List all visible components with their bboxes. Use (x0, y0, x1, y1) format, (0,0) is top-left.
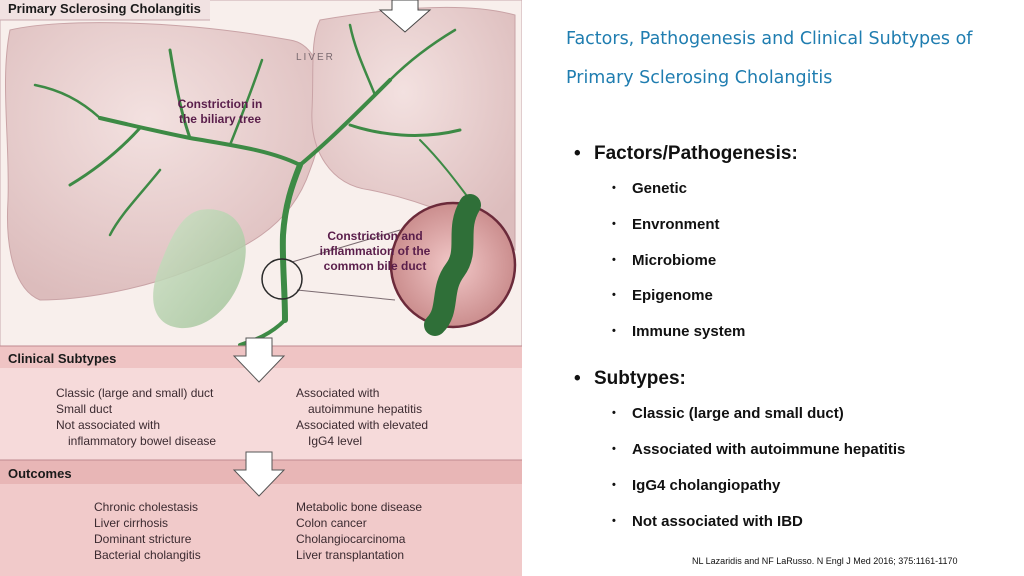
callout-duct-line: inflammation of the (319, 244, 431, 258)
factor-item: • Microbiome (612, 252, 716, 269)
outcome-item: Colon cancer (296, 516, 367, 530)
bullet-icon: • (574, 143, 581, 164)
factor-item-text: Genetic (632, 180, 688, 197)
figure-title: Primary Sclerosing Cholangitis (8, 1, 201, 16)
liver-label: LIVER (296, 52, 335, 63)
liver-illustration-graphic (0, 0, 522, 576)
bullet-icon: • (612, 254, 616, 266)
subtype-item: Not associated with (56, 418, 161, 432)
outcome-item: Dominant stricture (94, 532, 192, 546)
subtype-bullet-text: Classic (large and small duct) (632, 405, 844, 422)
outcome-item: Bacterial cholangitis (94, 548, 201, 562)
bullet-icon: • (612, 515, 616, 527)
callout-biliary-tree: Constriction in the biliary tree (150, 97, 290, 127)
bullet-icon: • (612, 289, 616, 301)
factors-heading: • Factors/Pathogenesis: (574, 143, 798, 165)
subtypes-heading-text: Subtypes: (594, 368, 686, 389)
callout-biliary-line: the biliary tree (178, 112, 262, 126)
factor-item: • Genetic (612, 180, 687, 197)
factors-heading-text: Factors/Pathogenesis: (594, 143, 798, 164)
bullet-icon: • (612, 479, 616, 491)
bullet-icon: • (612, 182, 616, 194)
subtype-item: IgG4 level (308, 434, 363, 448)
slide-title: Factors, Pathogenesis and Clinical Subty… (566, 20, 1016, 98)
bullet-icon: • (612, 325, 616, 337)
bullet-icon: • (574, 368, 581, 389)
subtype-item: Associated with (296, 386, 380, 400)
subtype-item: Small duct (56, 402, 113, 416)
factor-item: • Epigenome (612, 287, 713, 304)
factor-item-text: Envronment (632, 216, 720, 233)
subtype-item: Associated with elevated (296, 418, 429, 432)
factor-item-text: Immune system (632, 323, 746, 340)
outcome-item: Liver transplantation (296, 548, 405, 562)
subtype-bullet-text: IgG4 cholangiopathy (632, 477, 781, 494)
bullet-icon: • (612, 218, 616, 230)
clinical-subtypes-right: Associated with autoimmune hepatitis Ass… (296, 385, 428, 449)
factor-item-text: Epigenome (632, 287, 713, 304)
subtype-bullet-text: Not associated with IBD (632, 513, 803, 530)
callout-biliary-line: Constriction in (177, 97, 263, 111)
subtype-item: Classic (large and small) duct (56, 386, 214, 400)
subtype-bullet: • IgG4 cholangiopathy (612, 477, 780, 494)
subtype-bullet: • Classic (large and small duct) (612, 405, 844, 422)
subtypes-heading: • Subtypes: (574, 368, 686, 390)
subtype-item: inflammatory bowel disease (68, 434, 217, 448)
subtype-bullet: • Associated with autoimmune hepatitis (612, 441, 905, 458)
bullet-icon: • (612, 443, 616, 455)
outcome-item: Cholangiocarcinoma (296, 532, 406, 546)
clinical-subtypes-header: Clinical Subtypes (8, 351, 117, 366)
outcome-item: Liver cirrhosis (94, 516, 169, 530)
callout-duct-line: common bile duct (323, 259, 427, 273)
subtype-bullet-text: Associated with autoimmune hepatitis (632, 441, 906, 458)
subtype-item: autoimmune hepatitis (308, 402, 423, 416)
citation: NL Lazaridis and NF LaRusso. N Engl J Me… (692, 556, 958, 566)
callout-duct-line: Constriction and (327, 229, 423, 243)
outcome-item: Chronic cholestasis (94, 500, 199, 514)
bullet-icon: • (612, 407, 616, 419)
subtype-bullet: • Not associated with IBD (612, 513, 803, 530)
callout-common-bile-duct: Constriction and inflammation of the com… (300, 229, 450, 274)
slide-title-line: Primary Sclerosing Cholangitis (566, 68, 833, 88)
slide-title-line: Factors, Pathogenesis and Clinical Subty… (566, 29, 973, 49)
outcomes-header: Outcomes (8, 466, 72, 481)
outcome-item: Metabolic bone disease (296, 500, 423, 514)
clinical-subtypes-left: Classic (large and small) duct Small duc… (56, 385, 216, 449)
factor-item: • Immune system (612, 323, 745, 340)
psc-illustration: Primary Sclerosing Cholangitis LIVER Con… (0, 0, 522, 576)
factor-item-text: Microbiome (632, 252, 717, 269)
outcomes-right: Metabolic bone disease Colon cancer Chol… (296, 499, 422, 563)
factor-item: • Envronment (612, 216, 720, 233)
outcomes-left: Chronic cholestasis Liver cirrhosis Domi… (94, 499, 201, 563)
